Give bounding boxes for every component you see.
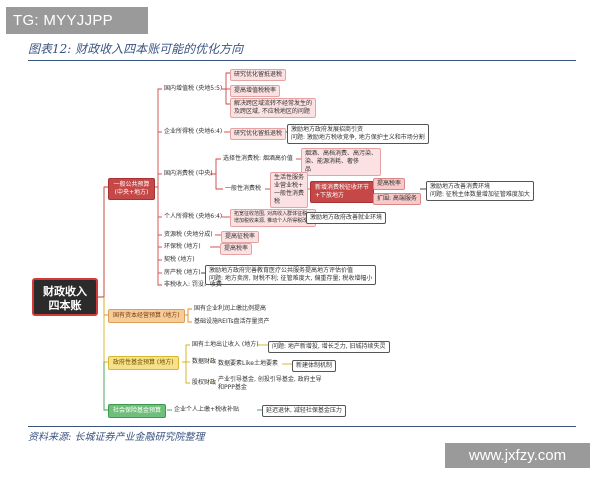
house-tax-node: 房产税 (地方) (164, 269, 201, 276)
fund-data-note: 新建体制机制 (292, 360, 337, 372)
soe-child-1: 国有企业利润上缴比例提高 (194, 305, 267, 312)
vat-node: 国内增值税 (央地5:5) (164, 85, 223, 92)
pit-child-1: 拓宽征收范围, 对高收入群体征税 增加税收来源, 推动个人所得税改革 (230, 209, 317, 227)
new-tax-line1: 新增消费税征收环节 (315, 184, 370, 191)
fund-equity-line1: 产业引导基金, 创投引导基金, 政府主导 (218, 376, 322, 383)
fund-equity-line2: 和PPP基金 (218, 384, 247, 391)
soe-child-2: 基础设施REITs盘活存量资产 (194, 318, 270, 325)
consumption-node: 国内消费税 (中央) (164, 170, 213, 177)
selective-items-line2: 染、能源消耗、奢侈 (305, 158, 360, 165)
vat-child-3-line1: 解决跨区域流转不经常发生的 (234, 100, 313, 107)
branch-soe-budget: 国有资本经营预算 (地方) (108, 309, 185, 323)
vat-child-2: 提高增值税税率 (230, 85, 281, 97)
vat-child-3-line2: 及跨区域, 不应税地区的问题 (234, 108, 310, 115)
pit-note: 激励地方政府改善就业环境 (306, 212, 387, 224)
social-note: 延迟退休, 减轻社保基金压力 (262, 405, 346, 417)
house-note-line1: 激励地方政府完善教育医疗公共服务提高地方评估价值 (209, 267, 354, 274)
fund-land-node: 国有土地出让收入 (地方) (192, 341, 259, 348)
figure-title: 图表12: 财政收入四本账可能的优化方向 (28, 42, 244, 56)
fund-data-node: 数据财政 (192, 358, 217, 365)
consumption-note-line1: 激励地方改善消费环境 (430, 183, 491, 190)
branch-general-budget: 一般公共预算 (中央+地方) (108, 178, 155, 200)
source-rule (28, 426, 576, 427)
fund-data-child: 数据要素Like土地要素 (218, 360, 278, 367)
general-items-line2: 业营业税+ (274, 182, 304, 189)
deed-tax-node: 契税 (地方) (164, 256, 195, 263)
nontax-node: 非税收入: 罚没、收费 (164, 281, 222, 288)
cit-child-1: 研究优化留抵退税 (230, 128, 287, 140)
consumption-note: 激励地方改善消费环境 问题: 征税主体数量增加征管难度加大 (426, 181, 534, 201)
resource-tax-node: 资源税 (央地分成) (164, 231, 213, 238)
new-tax-line2: +下放地方 (315, 192, 345, 199)
cit-note-line2: 问题: 激励地方税收竞争, 地方保护主义和市场分割 (291, 134, 425, 141)
root-line1: 财政收入 (43, 285, 87, 298)
fund-equity-child: 产业引导基金, 创投引导基金, 政府主导 和PPP基金 (216, 376, 324, 392)
consumption-new-tax-stage: 新增消费税征收环节 +下放地方 (310, 181, 375, 203)
general-items-line1: 生活性服务 (274, 174, 305, 181)
vat-child-3: 解决跨区域流转不经常发生的 及跨区域, 不应税地区的问题 (230, 98, 317, 118)
branch-general-line2: (中央+地方) (114, 189, 149, 196)
resource-tax-child: 提高征税率 (221, 231, 260, 243)
fund-equity-node: 股权财政 (192, 379, 217, 386)
env-tax-child: 提高税率 (220, 243, 253, 255)
consumption-selective-items: 烟酒、高档消费、高污染、 染、能源消耗、奢侈 品 (301, 148, 382, 176)
consumption-general-items: 生活性服务 业营业税+ 一般性消费 税 (270, 172, 309, 208)
watermark-top: TG: MYYJJPP (6, 7, 148, 34)
branch-fund-budget: 政府性基金预算 (地方) (108, 356, 179, 370)
pit-child-1-line1: 拓宽征收范围, 对高收入群体征税 (234, 211, 308, 217)
root-line2: 四本账 (48, 299, 82, 312)
consumption-general: 一般性消费税 (225, 185, 262, 192)
cit-note: 激励地方政府发展招商引资 问题: 激励地方税收竞争, 地方保护主义和市场分割 (287, 124, 429, 144)
social-child-1: 企业个人上缴+税收补贴 (174, 406, 240, 413)
consumption-expand-scope: 扩围: 高端服务 (373, 193, 421, 205)
general-items-line4: 税 (274, 198, 281, 205)
cit-node: 企业所得税 (央地6:4) (164, 128, 223, 135)
watermark-bottom: www.jxfzy.com (445, 443, 590, 468)
cit-note-line1: 激励地方政府发展招商引资 (291, 126, 364, 133)
pit-node: 个人所得税 (央地6:4) (164, 213, 223, 220)
source-text: 资料来源: 长城证券产业金融研究院整理 (28, 432, 205, 443)
pit-child-1-line2: 增加税收来源, 推动个人所得税改革 (234, 218, 313, 224)
consumption-raise-rate: 提高税率 (373, 178, 406, 190)
vat-child-1: 研究优化留抵退税 (230, 69, 287, 81)
general-items-line3: 一般性消费 (274, 190, 305, 197)
fund-land-note: 问题: 地产新增投, 增长乏力, 旧城持续失灵 (268, 341, 390, 353)
selective-items-line1: 烟酒、高档消费、高污染、 (305, 150, 378, 157)
selective-items-line3: 品 (305, 166, 312, 173)
title-rule (28, 60, 576, 61)
house-note-line2: 问题: 地方卖房, 财税不利; 征管难度大, 偏重存量; 税收增幅小 (209, 275, 373, 282)
consumption-note-line2: 问题: 征税主体数量增加征管难度加大 (430, 191, 530, 198)
branch-general-line1: 一般公共预算 (113, 181, 150, 188)
consumption-selective: 选择性消费税: 烟酒高价值 (223, 155, 293, 162)
branch-social-budget: 社会保险基金预算 (108, 404, 167, 418)
house-tax-note: 激励地方政府完善教育医疗公共服务提高地方评估价值 问题: 地方卖房, 财税不利;… (205, 265, 377, 285)
root-node: 财政收入 四本账 (32, 278, 98, 316)
env-tax-node: 环保税 (地方) (164, 243, 201, 250)
